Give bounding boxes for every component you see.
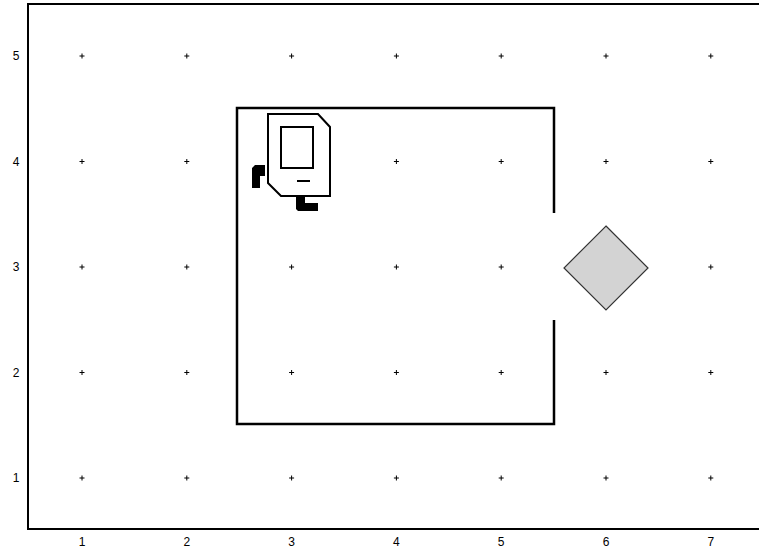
corner-cross [184, 159, 189, 164]
corner-cross [604, 370, 609, 375]
grid-corners [80, 54, 714, 481]
corner-cross [604, 159, 609, 164]
corner-cross [80, 476, 85, 481]
row-number: 1 [13, 472, 20, 484]
corner-cross [708, 159, 713, 164]
row-number: 5 [13, 50, 20, 62]
column-number: 4 [393, 536, 400, 548]
wall [237, 108, 554, 424]
corner-cross [184, 54, 189, 59]
corner-cross [394, 476, 399, 481]
world-border [27, 528, 759, 530]
row-number: 4 [13, 156, 20, 168]
corner-cross [499, 370, 504, 375]
corner-cross [499, 159, 504, 164]
column-number: 3 [288, 536, 295, 548]
corner-cross [708, 370, 713, 375]
corner-cross [708, 476, 713, 481]
corner-cross [499, 54, 504, 59]
corner-cross [184, 265, 189, 270]
corner-cross [708, 265, 713, 270]
corner-cross [80, 54, 85, 59]
corner-cross [394, 370, 399, 375]
corner-cross [499, 265, 504, 270]
column-number: 7 [707, 536, 714, 548]
column-number: 1 [79, 536, 86, 548]
column-number: 6 [603, 536, 610, 548]
corner-cross [604, 54, 609, 59]
corner-cross [184, 370, 189, 375]
world-border [27, 3, 29, 530]
corner-cross [499, 476, 504, 481]
corner-cross [289, 54, 294, 59]
corner-cross [289, 265, 294, 270]
row-number: 3 [13, 261, 20, 273]
corner-cross [394, 265, 399, 270]
corner-cross [184, 476, 189, 481]
corner-cross [80, 265, 85, 270]
column-number: 2 [183, 536, 190, 548]
corner-cross [394, 54, 399, 59]
corner-cross [604, 476, 609, 481]
beeper [564, 226, 648, 310]
corner-cross [394, 159, 399, 164]
column-number: 5 [498, 536, 505, 548]
row-number: 2 [13, 367, 20, 379]
corner-cross [289, 370, 294, 375]
corner-cross [80, 370, 85, 375]
corner-cross [80, 159, 85, 164]
corner-cross [289, 476, 294, 481]
karel-robot [252, 114, 330, 211]
corner-cross [708, 54, 713, 59]
world-border [28, 3, 759, 5]
